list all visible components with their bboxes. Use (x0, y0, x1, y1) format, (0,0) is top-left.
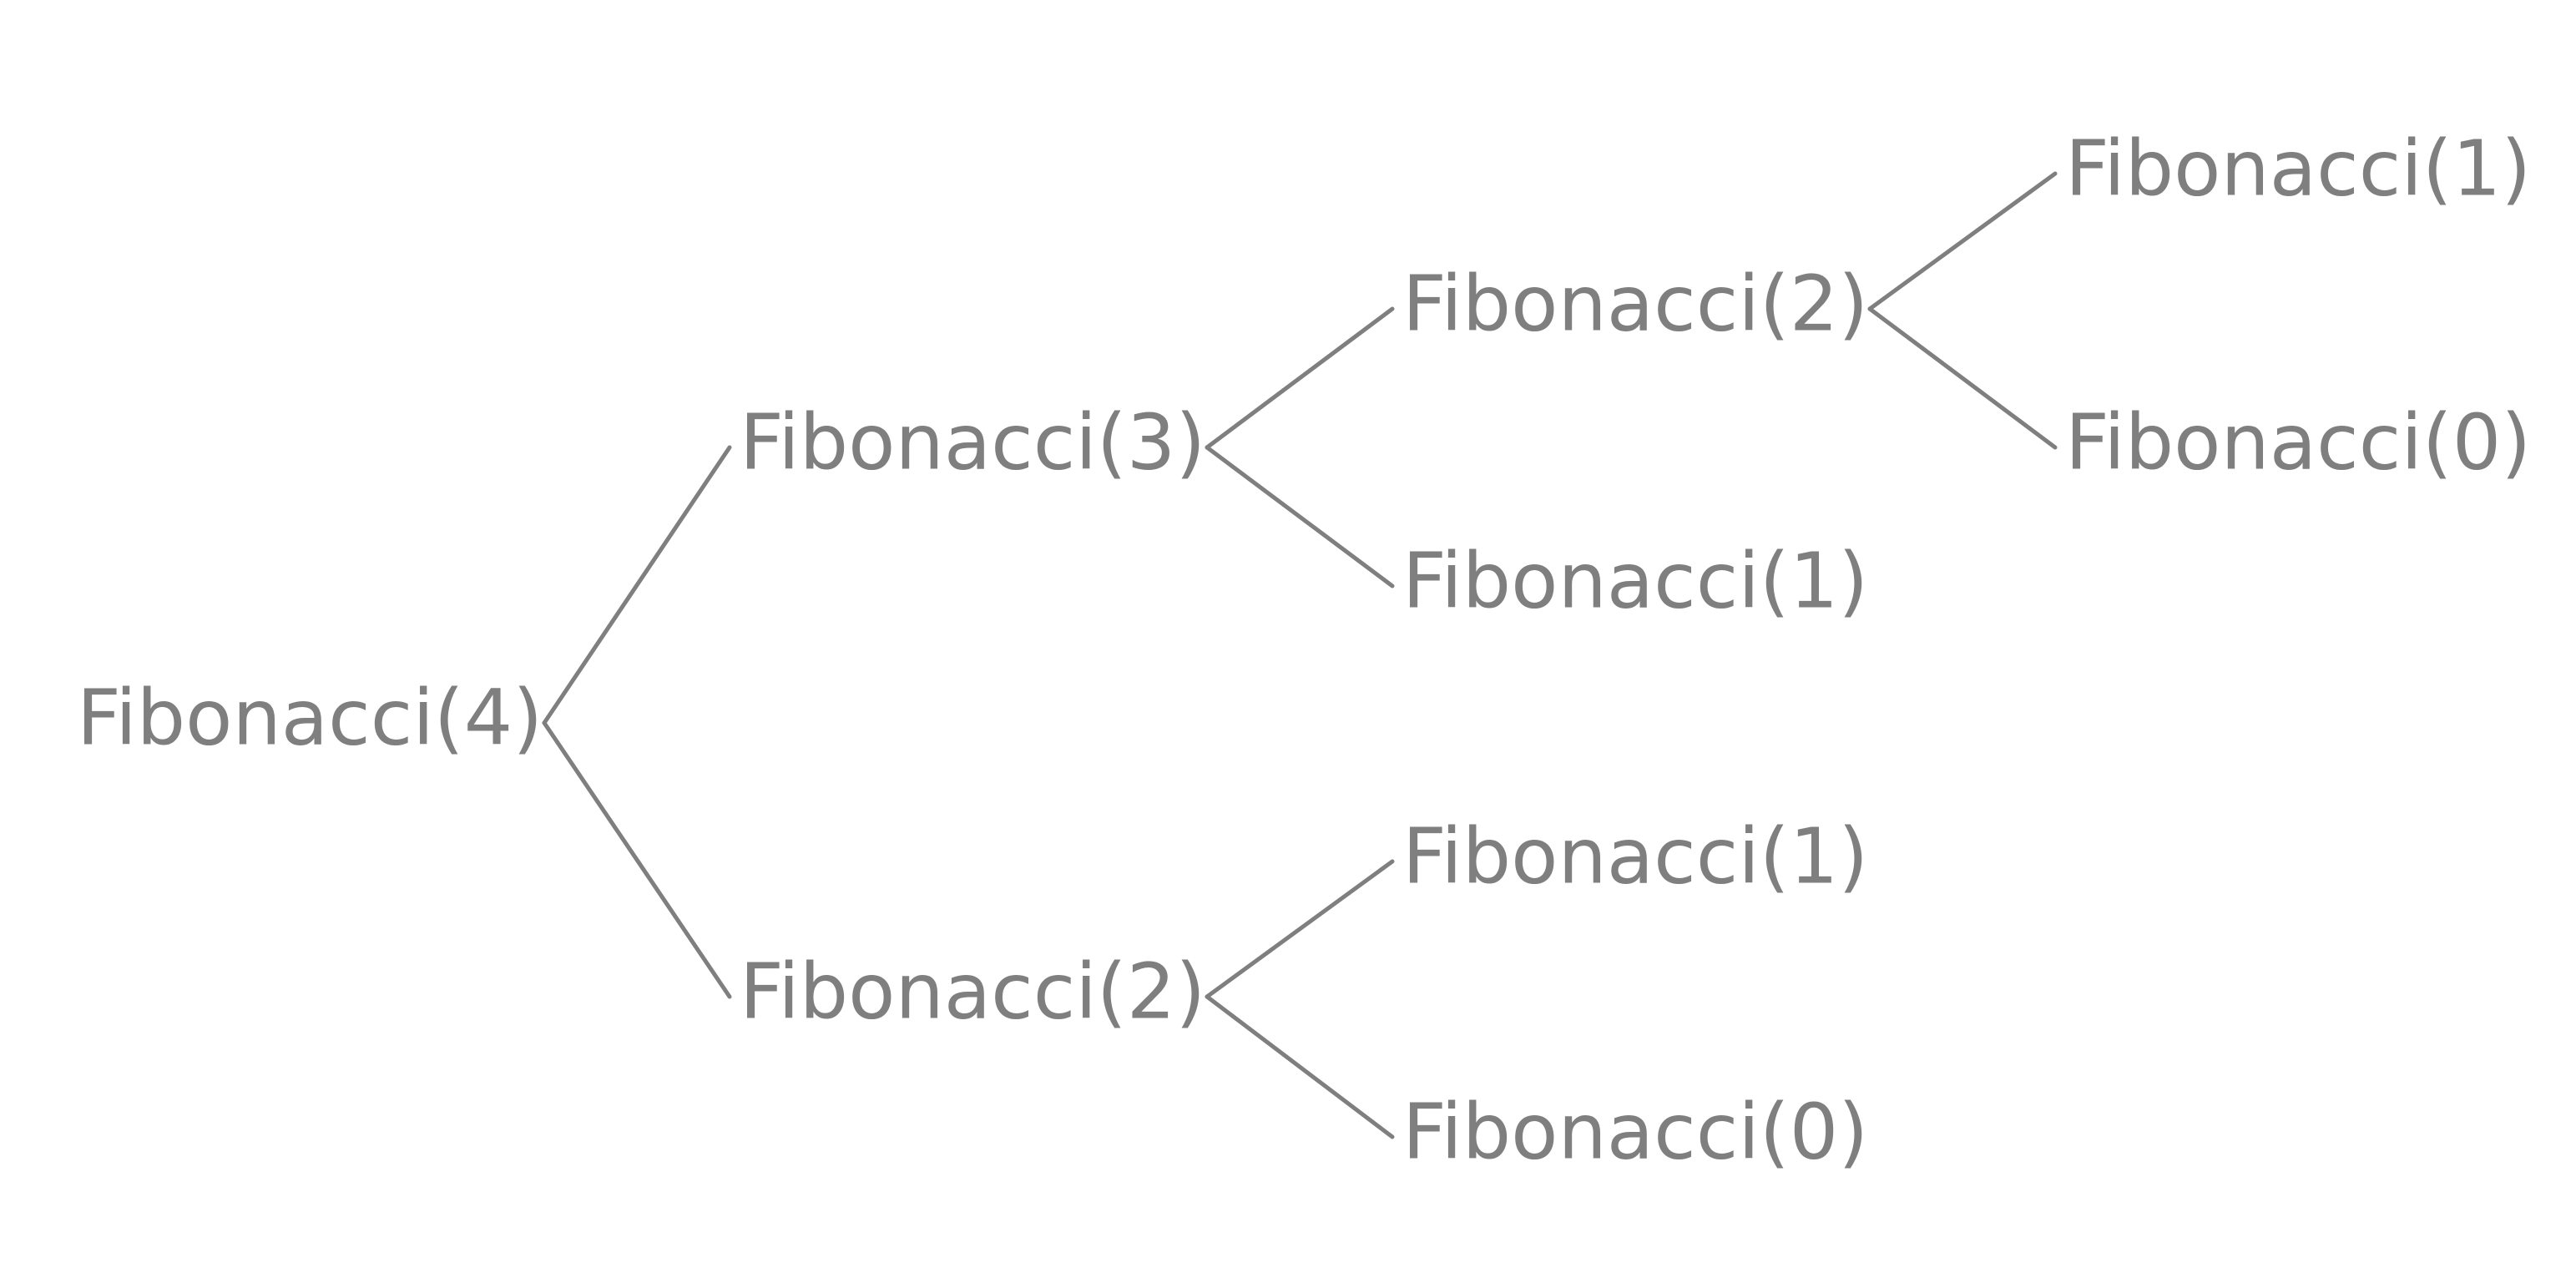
node-f1c: Fibonacci(1) (2065, 124, 2531, 213)
node-f4: Fibonacci(4) (77, 673, 543, 762)
edge-f4-to-f3 (542, 445, 732, 725)
edge-f2a-to-f1b (1205, 859, 1395, 999)
edges-layer (542, 171, 2058, 1139)
edge-f2a-to-f0a (1205, 994, 1395, 1139)
node-f1b: Fibonacci(1) (1402, 811, 1868, 901)
node-f2a: Fibonacci(2) (740, 947, 1205, 1036)
node-f1a: Fibonacci(1) (1402, 536, 1868, 625)
node-f0a: Fibonacci(0) (1402, 1087, 1868, 1176)
edge-f4-to-f2a (542, 720, 732, 999)
edge-f3-to-f1a (1205, 445, 1395, 588)
node-f2b: Fibonacci(2) (1402, 259, 1868, 348)
edge-f2b-to-f0b (1867, 306, 2058, 450)
node-f0b: Fibonacci(0) (2065, 397, 2531, 487)
node-f3: Fibonacci(3) (740, 397, 1205, 487)
edge-f2b-to-f1c (1867, 171, 2058, 311)
nodes-layer: Fibonacci(4) Fibonacci(3) Fibonacci(2) Fibo… (77, 124, 2531, 1176)
edge-f3-to-f2b (1205, 306, 1395, 450)
